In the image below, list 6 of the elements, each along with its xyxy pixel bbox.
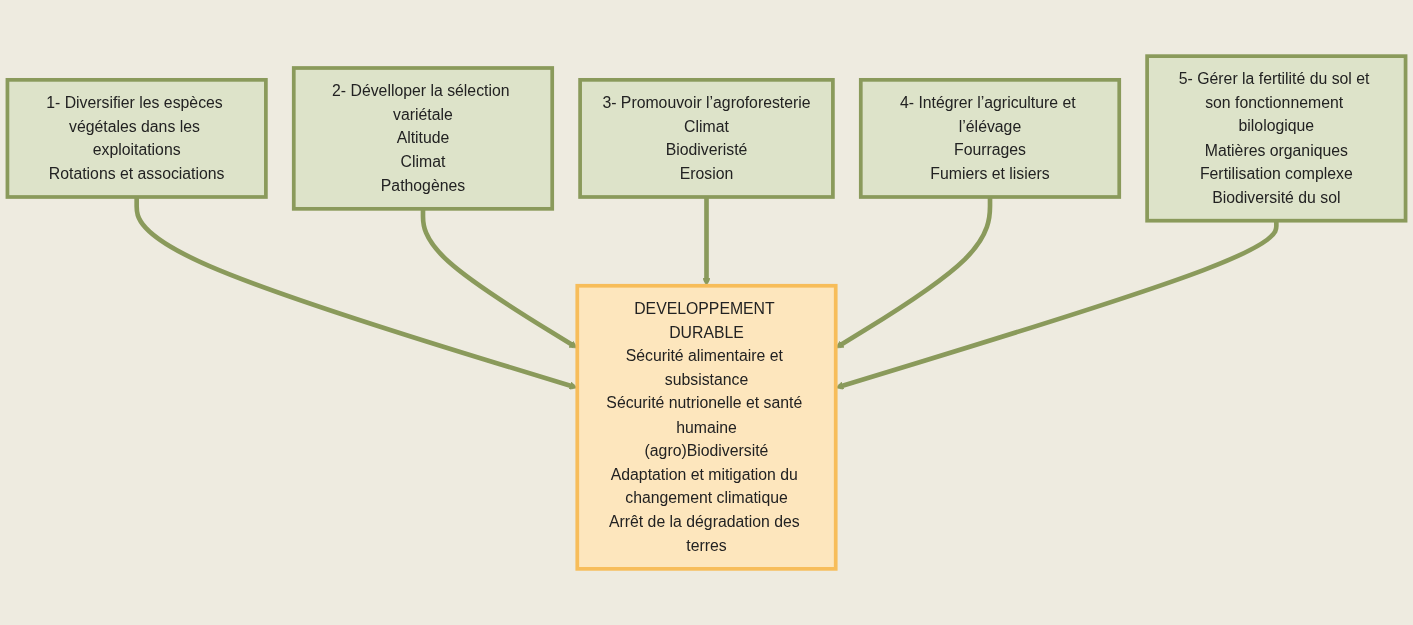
node-box: 2- Dévelloper la sélection variétale Altitude Climat Pathogènes	[291, 66, 555, 211]
node-box: 5- Gérer la fertilité du sol et son fonctionnement bilologique Matières organiques Fertilisation complexe Biodiversité du sol	[1145, 54, 1408, 223]
node-box: DEVELOPPEMENT DURABLE Sécurité alimentaire et subsistance Sécurité nutrionelle et santé humaine (agro)Biodiversité Adaptation et mitigation du changement climatique Arrêt de la dégradation des terres	[575, 283, 838, 571]
node-box: 1- Diversifier les espèces végétales dans les exploitations Rotations et associations	[5, 78, 268, 199]
node-box: 3- Promouvoir l’agroforesterie Climat Biodiveristé Erosion	[578, 78, 835, 199]
node-box: 4- Intégrer l’agriculture et l’élévage Fourrages Fumiers et lisiers	[858, 78, 1122, 199]
